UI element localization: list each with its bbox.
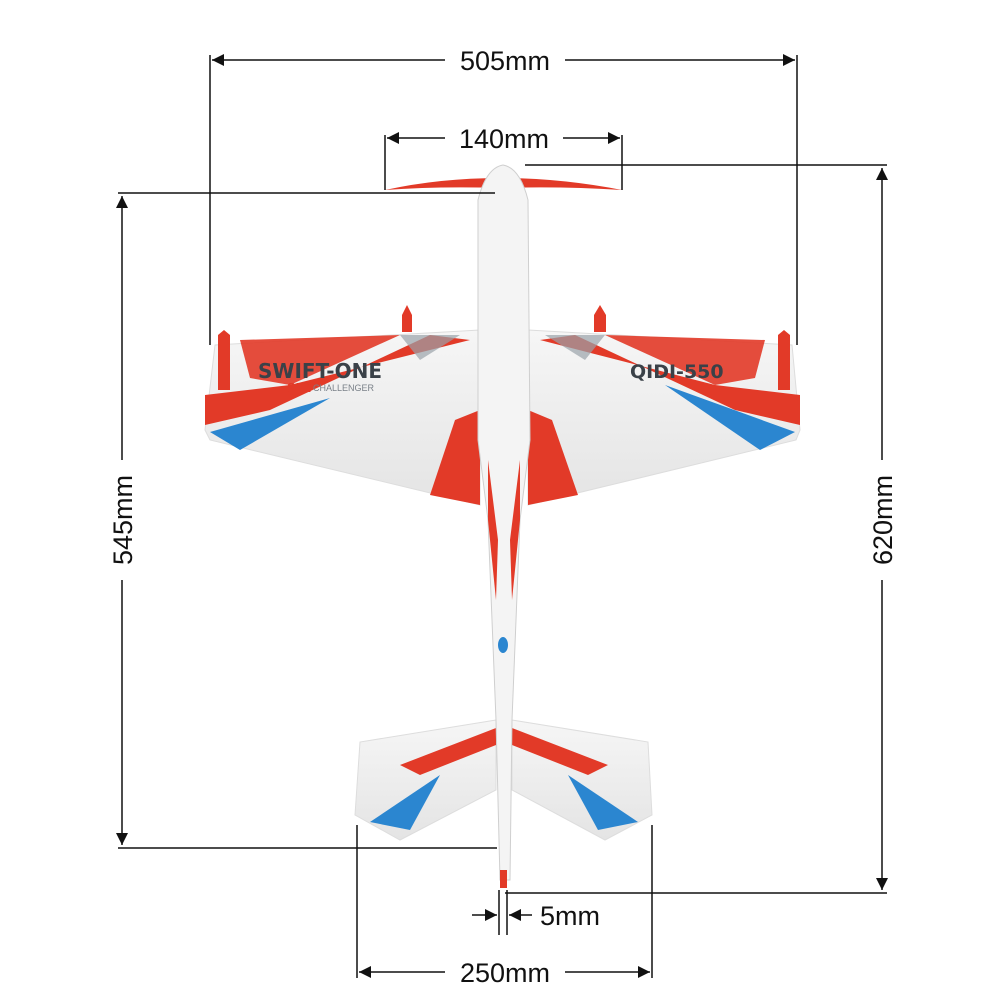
decal-left-title: SWIFT-ONE — [258, 359, 382, 383]
propeller-label: 140mm — [459, 124, 549, 154]
wingspan-label: 505mm — [460, 46, 550, 76]
dimension-lines — [116, 54, 888, 978]
decal-left-sub-grey: CHALLENGER — [313, 383, 375, 393]
fuselage-length-label: 545mm — [108, 475, 138, 565]
stabilizer-span-label: 250mm — [460, 958, 550, 988]
decal-right-title: QIDI-550 — [630, 361, 724, 383]
tail-width-label: 5mm — [540, 901, 600, 931]
overall-length-label: 620mm — [868, 475, 898, 565]
decal-left-sub-red: SKY — [287, 381, 314, 395]
airplane: SWIFT-ONE SKY CHALLENGER QIDI-550 — [204, 164, 801, 888]
